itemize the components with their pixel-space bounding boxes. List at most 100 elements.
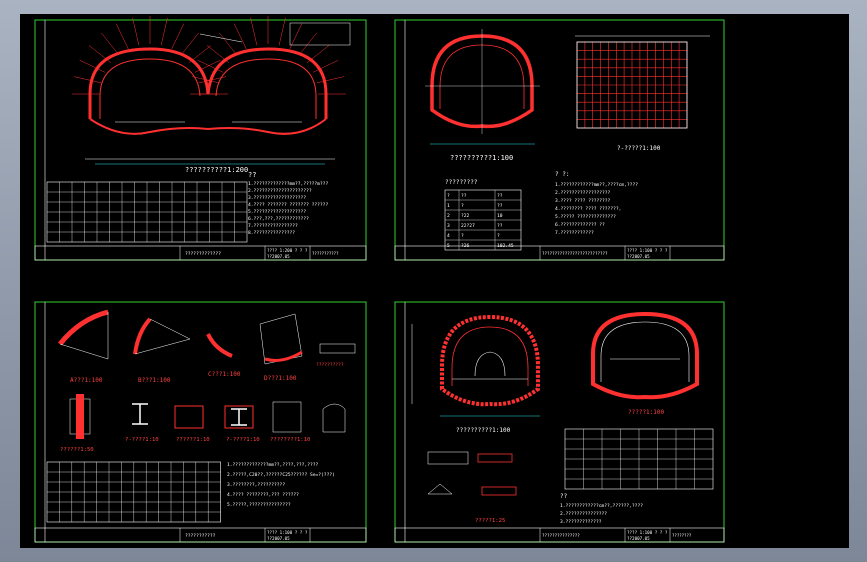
detail-i-label: ????????1:10 (270, 437, 310, 443)
title-date: ??2007.05 (627, 254, 650, 259)
anchor-ray (171, 23, 185, 50)
anchor-ray (233, 23, 247, 50)
tunnel-inner-right (600, 321, 690, 382)
table-header-cell: ? (447, 193, 450, 199)
drain-section (477, 453, 513, 463)
detail-h-ibeam (231, 408, 247, 426)
note-line: 3.???? ???? ???????? (555, 198, 611, 204)
table-header-cell: ?? (497, 193, 503, 199)
table-cell: 3 (447, 223, 450, 229)
detail-f-label: ?-????1:10 (125, 437, 159, 443)
anchor-ray (219, 32, 237, 56)
table-cell: 22?27 (461, 223, 475, 229)
quantity-table (564, 428, 714, 490)
anchor-ray (181, 32, 199, 56)
anchor-ray (132, 17, 140, 46)
detail-g-frame (174, 405, 204, 429)
notes-title: ?? (560, 493, 568, 500)
table-cell: ? (497, 233, 500, 239)
rebar-schedule-table (46, 461, 221, 523)
anchor-ray (316, 76, 345, 84)
title-date: ??2007.05 (267, 536, 290, 541)
tunnel-invert (89, 118, 327, 135)
table-cell: ?? (497, 223, 503, 229)
detail-i-weld (322, 403, 346, 433)
grid-caption: ?-?????1:100 (617, 145, 661, 152)
anchor-ray (250, 17, 258, 46)
tunnel-inner-left (451, 326, 529, 386)
detail-h-label: ?-????1:10 (226, 437, 260, 443)
tunnel-lining (430, 34, 534, 129)
notes-title: ?? (248, 171, 256, 179)
note-line: 7.???????????????? (248, 223, 298, 229)
table-cell: ?22 (461, 213, 470, 219)
note-line: 3.??????????????????? (248, 195, 306, 201)
table-cell: 2 (447, 213, 450, 219)
reinforcement-grid-frame (576, 41, 688, 129)
table-cell: 1 (447, 203, 450, 209)
drain-detail (427, 451, 469, 465)
table-header-cell: ?? (461, 193, 467, 199)
note-line: 1.????????????mm??,????cm,???? (555, 182, 638, 188)
note-line: 1.????????????cm??,??????,???? (560, 503, 643, 509)
detail-caption: ?????1:25 (475, 518, 505, 524)
section-caption: ??????????1:200 (185, 166, 248, 174)
quantity-table (46, 181, 248, 243)
note-line: 5.??????????????????? (248, 209, 306, 215)
notes-list: 1.????????????cm??,??????,???? 2.???????… (560, 503, 643, 525)
title-name: ?????????????????????????? (542, 251, 608, 256)
anchor-ray (73, 76, 102, 84)
detail-j-box (319, 343, 356, 354)
detail-b-label: B???1:100 (138, 377, 171, 384)
curb-detail (427, 483, 453, 495)
detail-d-shape (259, 313, 303, 365)
cad-viewport[interactable]: ??????????1:200 ?? 1.?????????????mm??,?… (20, 14, 849, 548)
title-block: ???? 1:100 ? ? ? ??2007.05 ?????????????… (394, 527, 725, 543)
title-project: ???????? (672, 533, 692, 538)
title-name: ??????????????? (542, 533, 580, 538)
table-cell: 10 (497, 213, 503, 219)
note-line: 4.???? ??????? ??????? ?????? (248, 202, 328, 208)
sheet-single-tunnel-section[interactable]: ??????????1:100 ?????1:100 ?????1:25 ?? … (394, 301, 725, 543)
note-line: 5.?????,??????????????? (227, 502, 291, 508)
note-line: 2.????????????????????? (248, 188, 312, 194)
anchor-ray (278, 17, 286, 46)
detail-e-label: ??????1:50 (60, 447, 94, 453)
note-line: 7.???????????? (555, 230, 594, 236)
title-block-frame (34, 527, 367, 543)
title-date: ??2007.05 (627, 536, 650, 541)
gutter-detail (481, 486, 517, 496)
tunnel-lining-right (591, 311, 699, 400)
note-line: 3.????????,?????????? (227, 482, 285, 488)
notes-title: ? ?: (555, 171, 569, 178)
title-scale: ???? 1:100 ? ? ? (627, 530, 668, 535)
title-scale: ???? 1:100 ? ? ? (267, 530, 308, 535)
detail-f-ibeam (132, 403, 148, 425)
anchor-ray (79, 59, 106, 73)
anchor-ray (160, 17, 168, 46)
table-cell: 4 (447, 233, 450, 239)
right-tunnel-outer-lining (206, 47, 328, 119)
section-caption: ??????????1:100 (456, 427, 511, 434)
detail-j-label: ?????????? (316, 362, 344, 368)
pedestrian-arch (474, 351, 506, 377)
notes-list: 1.?????????????mm??,?????m??? 2.????????… (248, 181, 328, 236)
sheet-rebar-details[interactable]: A???1:100 B???1:100 C???1:100 D???1:100 … (34, 301, 367, 543)
detail-a-label: A???1:100 (70, 377, 103, 384)
cad-drawing-canvas: ??????????1:200 ?? 1.?????????????mm??,?… (34, 16, 725, 543)
table-cell: ?? (497, 203, 503, 209)
title-block: ???? 1:100 ? ? ? ??2007.05 ?????????????… (394, 245, 725, 261)
note-line: 6.????????????? ?? (555, 222, 605, 228)
title-block: ???? 1:200 ? ? ? ??2007.05 ?????????????… (34, 245, 367, 261)
reinforcement-grid (576, 41, 688, 129)
sheet-twin-tunnel[interactable]: ??????????1:200 ?? 1.?????????????mm??,?… (34, 16, 367, 261)
title-block-frame (394, 245, 725, 261)
anchor-ray (115, 23, 129, 50)
table-title: ????????? (445, 179, 478, 186)
title-date: ??2007.05 (267, 254, 290, 259)
anchor-ray (299, 32, 317, 56)
table-cell: ? (461, 233, 464, 239)
sheet-reinforcement-layout[interactable]: ??????????1:100 ?-?????1:100 ????????? ?… (394, 19, 725, 261)
detail-c-label: C???1:100 (208, 371, 241, 378)
